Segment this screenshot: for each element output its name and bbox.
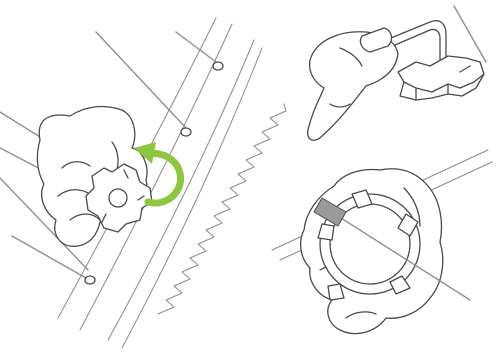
spoke-wrench: [398, 56, 484, 100]
closeup-bottom-panel: [272, 150, 492, 334]
wheel-panel: [0, 18, 262, 348]
closeup-top-panel: [308, 6, 486, 140]
spoke-nipple: [181, 128, 191, 136]
spoke: [454, 6, 486, 62]
spoke-nipple: [85, 276, 95, 284]
spoke-nipple: [213, 62, 223, 70]
hand: [308, 28, 398, 140]
